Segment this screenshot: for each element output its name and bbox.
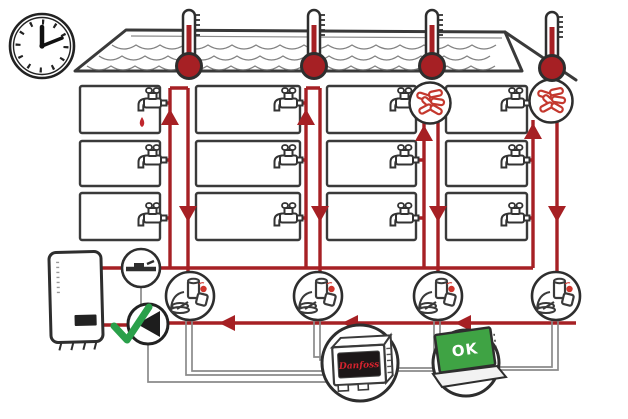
- left-arrow-icon: [455, 315, 471, 331]
- ok-status-text: OK: [451, 339, 480, 361]
- bacteria-icon: [408, 81, 452, 125]
- apartment-box: [194, 84, 302, 135]
- controller-unit: Danfoss: [320, 323, 400, 403]
- down-arrow-icon: [311, 206, 329, 222]
- down-arrow-icon: [429, 206, 447, 222]
- flow-arrows: [161, 109, 566, 331]
- up-arrow-icon: [161, 109, 179, 125]
- left-arrow-icon: [219, 315, 235, 331]
- danfoss-logo-text: Danfoss: [338, 360, 380, 372]
- controller-screen: [337, 350, 382, 379]
- bacteria-icon: [528, 78, 574, 124]
- down-arrow-icon: [548, 206, 566, 222]
- faucets: [137, 87, 531, 227]
- mtcv-valve-icon: [164, 270, 216, 322]
- laptop: OK: [431, 326, 508, 398]
- mtcv-valve-icon: [412, 270, 464, 322]
- mtcv-valve-icon: [292, 270, 344, 322]
- boiler: [47, 249, 105, 351]
- thermometer-icon: [538, 10, 566, 82]
- down-arrow-icon: [179, 206, 197, 222]
- check-icon: [110, 303, 153, 344]
- return-pipe: [102, 321, 576, 327]
- mtcv-valve-icon: [530, 270, 582, 322]
- wall-clock-icon: [8, 12, 76, 80]
- shutoff-valve-icon: [120, 247, 162, 289]
- up-arrow-icon: [297, 109, 315, 125]
- laptop-screen: [433, 326, 497, 374]
- mtcv-valves: [164, 270, 582, 322]
- water-drip-icon: [139, 117, 145, 127]
- boiler-display: [74, 314, 97, 326]
- up-arrow-icon: [415, 125, 433, 141]
- up-arrow-icon: [524, 123, 542, 139]
